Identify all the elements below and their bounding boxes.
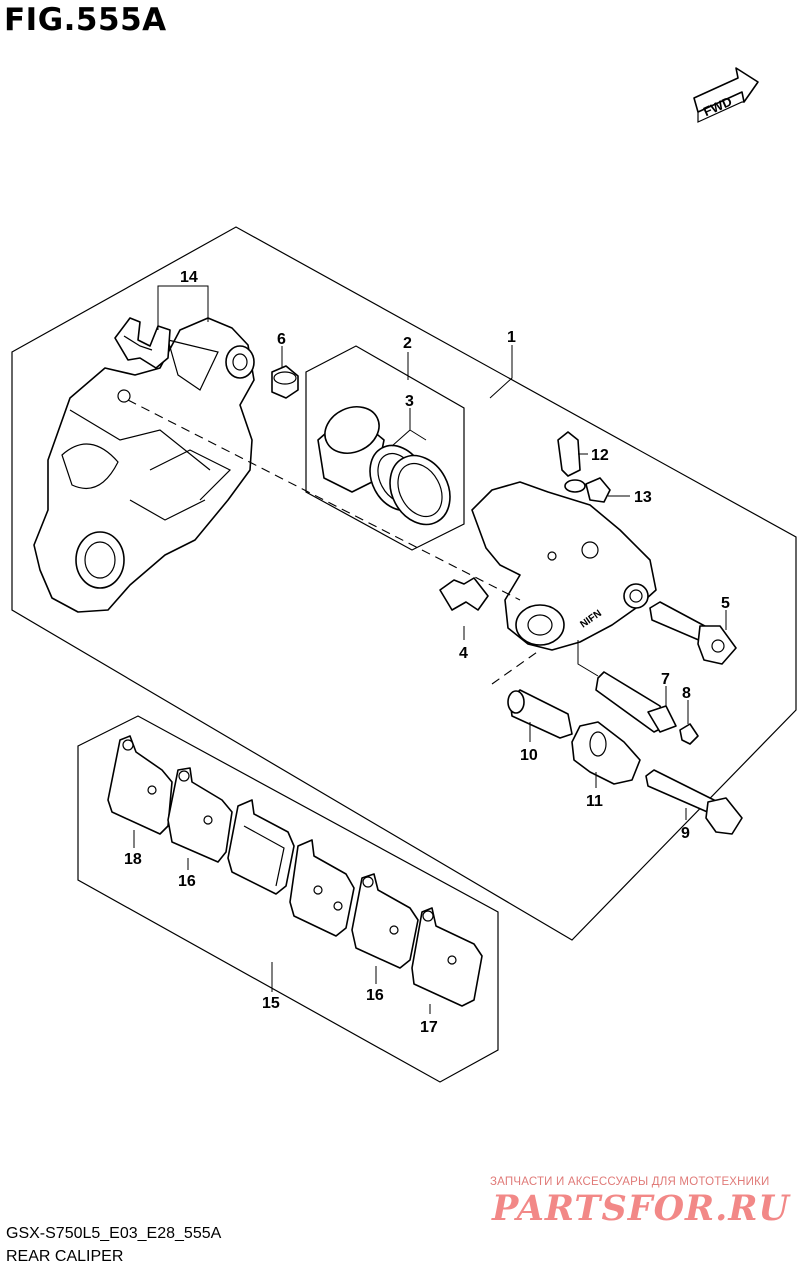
- callout-17: 17: [420, 1019, 438, 1036]
- callout-6: 6: [277, 331, 286, 348]
- pad-shim-16a: [167, 767, 233, 863]
- pad-shim-18: [107, 735, 173, 835]
- fwd-arrow-icon: FWD: [693, 67, 759, 123]
- group-frame-piston: [305, 345, 465, 551]
- callout-16a: 16: [178, 873, 196, 890]
- slide-pin-part-5: [649, 601, 737, 665]
- callout-18: 18: [124, 851, 142, 868]
- callout-15: 15: [262, 995, 280, 1012]
- callout-12: 12: [591, 447, 609, 464]
- watermark-logo: PARTSFOR.RU: [492, 1188, 790, 1229]
- callout-13: 13: [634, 489, 652, 506]
- pin-boot-part-8: [679, 723, 699, 745]
- brake-pad-set: [107, 735, 483, 1007]
- piston-seals-part-3: [369, 444, 451, 526]
- callout-10: 10: [520, 747, 538, 764]
- callout-5: 5: [721, 595, 730, 612]
- callout-16b: 16: [366, 987, 384, 1004]
- caliper-bracket: [33, 317, 255, 613]
- figure-title: FIG.555A: [4, 2, 167, 38]
- alignment-line-bracket: [127, 399, 521, 601]
- bleeder-cap-part-13: [564, 477, 611, 503]
- callout-9: 9: [681, 825, 690, 842]
- group-frame-pads: [77, 715, 499, 1083]
- group-frame-caliper: [11, 226, 797, 941]
- callout-14: 14: [180, 269, 198, 286]
- brake-pad-front: [227, 799, 295, 895]
- bleeder-screw-part-12: [557, 431, 581, 477]
- boot-part-11: [571, 721, 641, 785]
- pad-shim-16b: [351, 873, 419, 969]
- boot-part-6: [271, 365, 299, 399]
- figure-name: REAR CALIPER: [6, 1248, 124, 1265]
- pad-retainer-part-4: [439, 577, 489, 611]
- callout-3: 3: [405, 393, 414, 410]
- callout-7: 7: [661, 671, 670, 688]
- sleeve-part-10: [507, 689, 573, 739]
- callout-1: 1: [507, 329, 516, 346]
- pad-shim-17: [411, 907, 483, 1007]
- callout-4: 4: [459, 645, 468, 662]
- leader-lines: [133, 285, 727, 1014]
- watermark-tagline: ЗАПЧАСТИ И АКСЕССУАРЫ ДЛЯ МОТОТЕХНИКИ: [490, 1176, 770, 1188]
- slide-pin-part-7: [595, 671, 677, 733]
- caliper-bolt-part-9: [645, 769, 743, 835]
- pad-spring-clip: [114, 317, 171, 369]
- callout-8: 8: [682, 685, 691, 702]
- caliper-body: NIFN: [471, 481, 657, 651]
- alignment-line-sleeve: [491, 649, 541, 685]
- model-code: GSX-S750L5_E03_E28_555A: [6, 1225, 222, 1242]
- callout-2: 2: [403, 335, 412, 352]
- callout-11: 11: [586, 793, 603, 810]
